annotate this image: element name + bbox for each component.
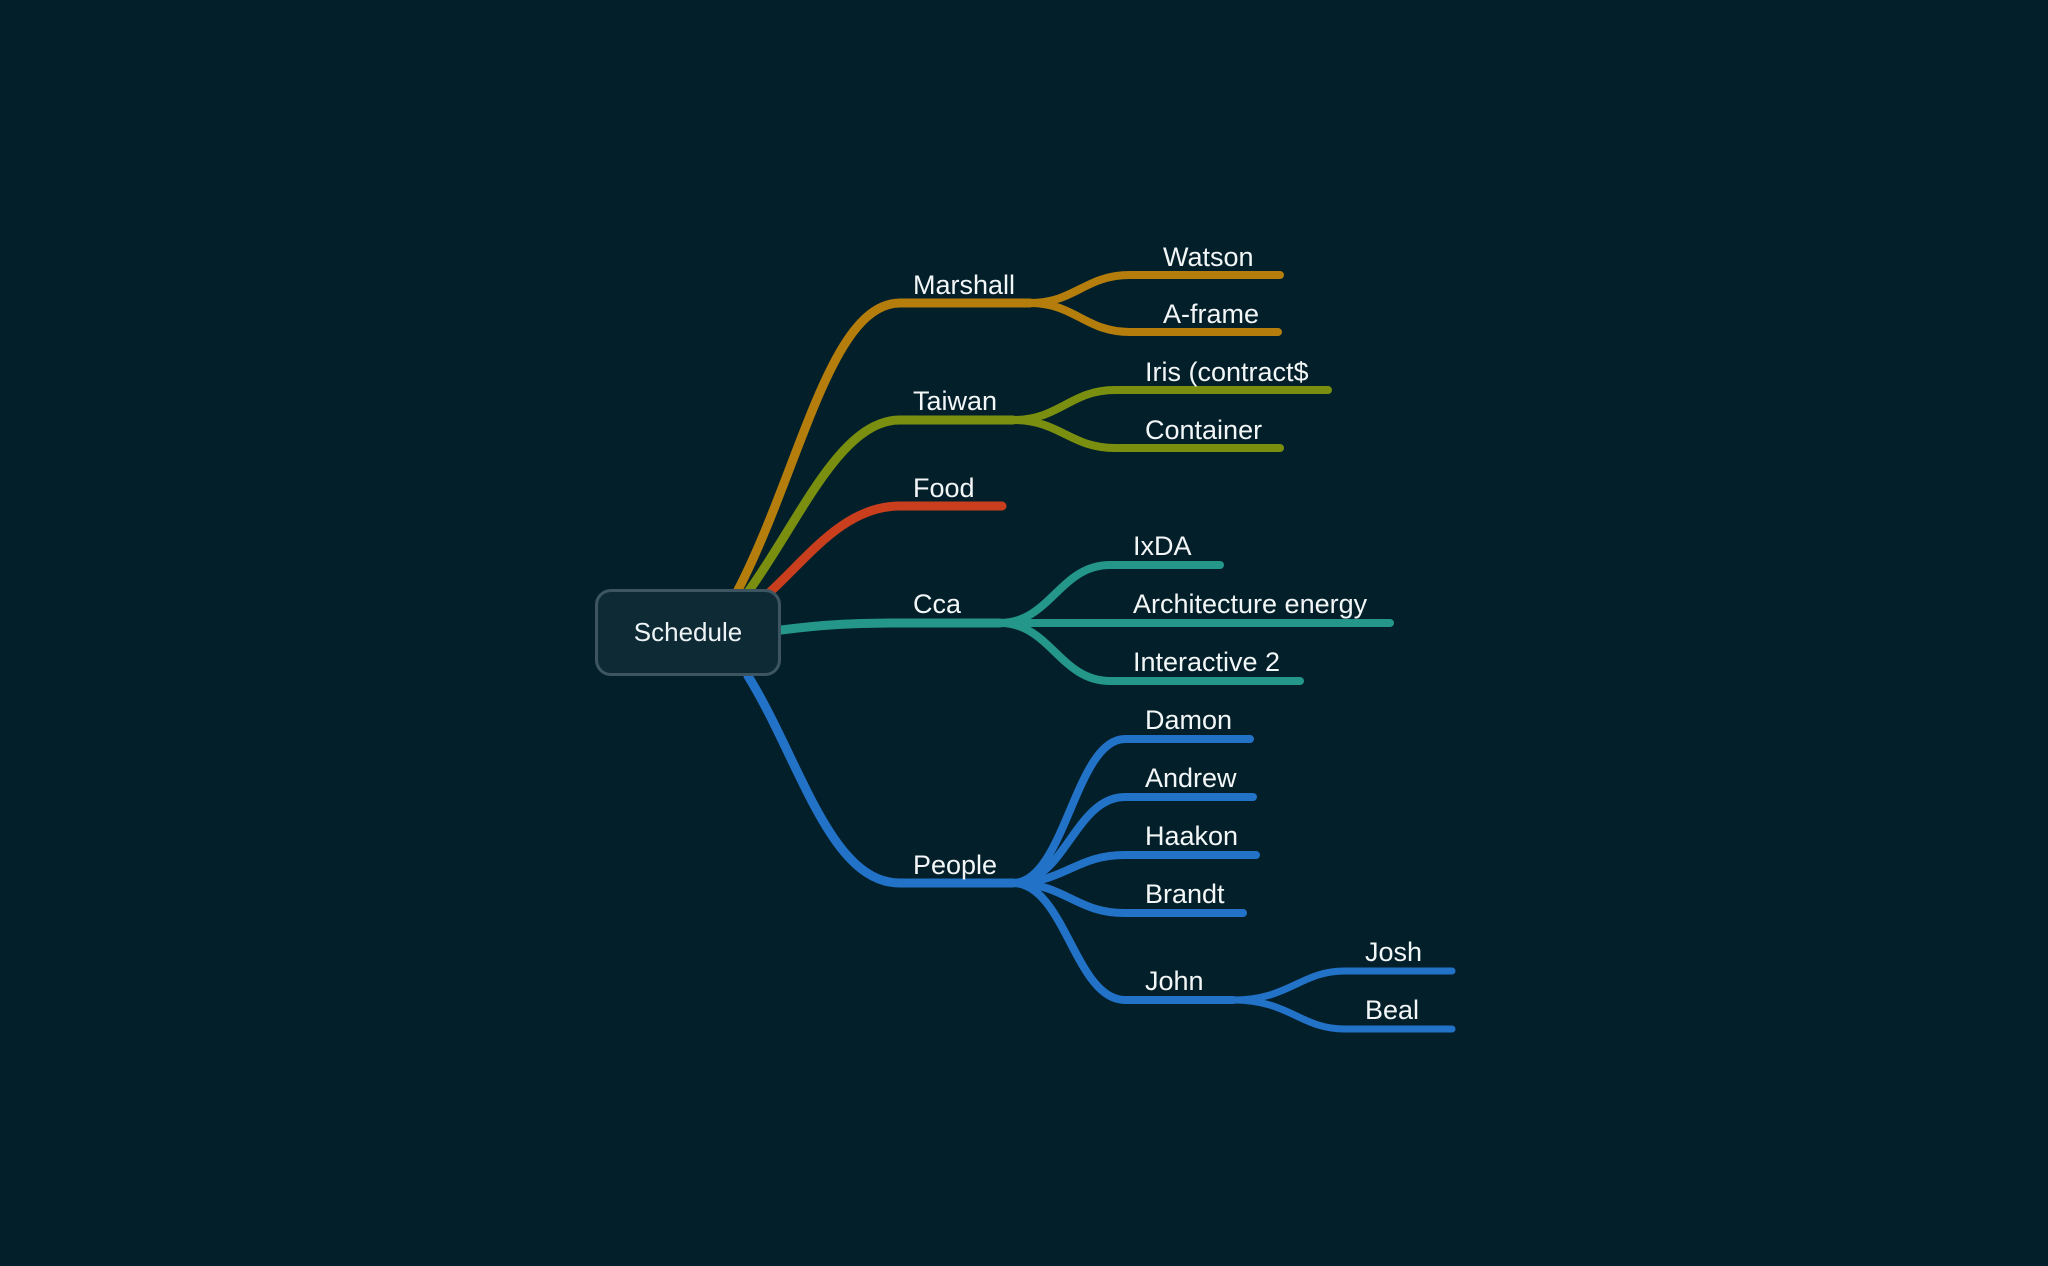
topic-john[interactable]: John	[1145, 966, 1204, 996]
connector-taiwan	[743, 415, 1018, 597]
connector-a-frame	[1026, 299, 1282, 336]
topic-ixda[interactable]: IxDA	[1133, 531, 1192, 561]
topic-andrew[interactable]: Andrew	[1145, 763, 1237, 793]
root-node-schedule[interactable]: Schedule	[595, 589, 781, 676]
topic-beal[interactable]: Beal	[1365, 995, 1420, 1025]
topic-josh[interactable]: Josh	[1365, 937, 1423, 967]
topic-brandt[interactable]: Brandt	[1145, 879, 1225, 909]
connector-people	[743, 671, 1018, 888]
connector-interactive-2	[996, 619, 1304, 685]
topic-people[interactable]: People	[913, 850, 998, 880]
topic-marshall[interactable]: Marshall	[913, 270, 1016, 300]
connector-container	[1009, 416, 1284, 452]
connector-josh	[1229, 967, 1456, 1004]
topic-iris-contract[interactable]: Iris (contract$	[1145, 357, 1309, 387]
topic-a-frame[interactable]: A-frame	[1163, 299, 1260, 329]
topic-taiwan[interactable]: Taiwan	[913, 386, 998, 416]
topic-cca[interactable]: Cca	[913, 589, 962, 619]
connector-cca	[776, 618, 1005, 635]
connector-beal	[1229, 996, 1456, 1033]
topic-damon[interactable]: Damon	[1145, 705, 1233, 735]
connector-marshall	[733, 298, 1035, 595]
connector-food	[765, 501, 1007, 597]
topic-food[interactable]: Food	[913, 473, 975, 503]
topic-watson[interactable]: Watson	[1163, 242, 1254, 272]
topic-container[interactable]: Container	[1145, 415, 1263, 445]
topic-haakon[interactable]: Haakon	[1145, 821, 1239, 851]
topic-architecture-energy[interactable]: Architecture energy	[1133, 589, 1368, 619]
topic-interactive-2[interactable]: Interactive 2	[1133, 647, 1281, 677]
connector-john	[1009, 879, 1237, 1004]
root-node-label: Schedule	[633, 617, 743, 647]
